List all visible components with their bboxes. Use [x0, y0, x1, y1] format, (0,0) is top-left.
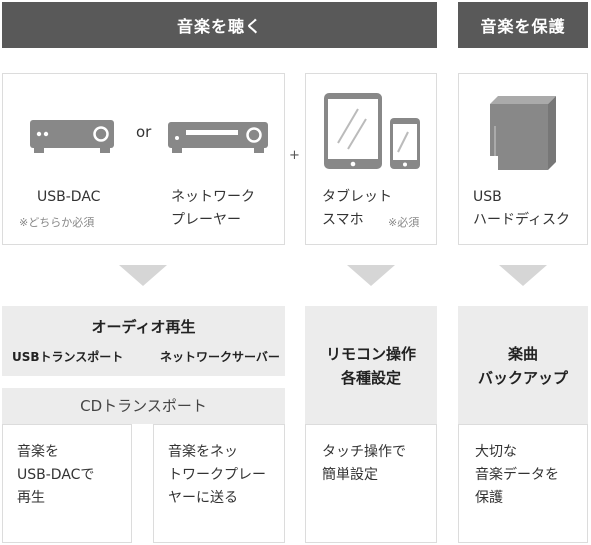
usb-hdd-label: USB ハードディスク: [473, 186, 570, 232]
cd-transport-label: CDトランスポート: [2, 388, 285, 424]
remote-title-line2: 各種設定: [340, 369, 401, 387]
hard-disk-icon: [486, 96, 556, 170]
device-box-hdd: USB ハードディスク: [458, 73, 588, 245]
network-player-line2: プレーヤー: [171, 212, 241, 228]
tablet-phone-label: タブレット スマホ: [322, 186, 392, 232]
device-box-player: or USB-DAC ※どちらか必須 ネットワーク プレーヤー: [2, 73, 285, 245]
backup-panel: 楽曲 バックアップ: [458, 306, 588, 424]
remote-desc-line2: 簡単設定: [322, 467, 378, 483]
smartphone-icon: [390, 118, 420, 169]
usb-transport-label: USBトランスポート: [12, 350, 124, 364]
tablet-icon: [324, 93, 382, 169]
remote-desc-line1: タッチ操作で: [322, 444, 406, 460]
backup-desc: 大切な 音楽データを 保護: [475, 441, 559, 510]
remote-panel: リモコン操作 各種設定: [305, 306, 437, 424]
audio-left-desc-box: 音楽を USB-DACで 再生: [2, 424, 132, 543]
header-listen: 音楽を聴く: [2, 2, 437, 48]
remote-title-line1: リモコン操作: [325, 345, 416, 363]
tablet-label: タブレット: [322, 189, 392, 205]
smartphone-label: スマホ: [322, 212, 364, 228]
network-player-label: ネットワーク プレーヤー: [171, 186, 255, 232]
either-required-note: ※どちらか必須: [19, 216, 95, 229]
audio-right-desc: 音楽をネッ トワークプレー ヤーに送る: [168, 441, 266, 510]
audio-right-desc-line3: ヤーに送る: [168, 490, 238, 506]
audio-playback-title: オーディオ再生: [91, 318, 196, 336]
remote-desc: タッチ操作で 簡単設定: [322, 441, 406, 487]
header-protect: 音楽を保護: [458, 2, 588, 48]
down-arrow-remote: [347, 265, 395, 286]
remote-desc-box: タッチ操作で 簡単設定: [305, 424, 437, 543]
backup-desc-line3: 保護: [475, 490, 503, 506]
backup-title-line1: 楽曲: [507, 345, 538, 363]
audio-left-desc-line1: 音楽を: [17, 444, 59, 460]
backup-desc-line2: 音楽データを: [475, 467, 559, 483]
network-player-line1: ネットワーク: [171, 189, 255, 205]
backup-desc-line1: 大切な: [475, 444, 517, 460]
audio-left-desc-line2: USB-DACで: [17, 467, 95, 483]
down-arrow-player: [119, 265, 167, 286]
audio-right-desc-line2: トワークプレー: [168, 467, 266, 483]
backup-title: 楽曲 バックアップ: [458, 342, 588, 390]
backup-desc-box: 大切な 音楽データを 保護: [458, 424, 588, 543]
device-box-tablet: タブレット スマホ ※必須: [305, 73, 437, 245]
audio-playback-panel: オーディオ再生 USBトランスポート ネットワークサーバー: [2, 306, 285, 376]
remote-title: リモコン操作 各種設定: [305, 342, 437, 390]
audio-left-desc-line3: 再生: [17, 490, 45, 506]
usb-hdd-line2: ハードディスク: [473, 212, 571, 228]
plus-sign: +: [289, 148, 300, 163]
audio-right-desc-box: 音楽をネッ トワークプレー ヤーに送る: [153, 424, 285, 543]
usb-hdd-line1: USB: [473, 189, 502, 205]
down-arrow-backup: [499, 265, 547, 286]
network-server-label: ネットワークサーバー: [160, 350, 280, 364]
required-note: ※必須: [388, 216, 420, 229]
network-player-icon: [168, 120, 268, 154]
audio-left-desc: 音楽を USB-DACで 再生: [17, 441, 94, 510]
audio-right-desc-line1: 音楽をネッ: [168, 444, 238, 460]
backup-title-line2: バックアップ: [477, 369, 568, 387]
or-text: or: [136, 123, 152, 141]
usb-dac-label: USB-DAC: [37, 189, 101, 205]
usb-dac-icon: [30, 118, 114, 154]
